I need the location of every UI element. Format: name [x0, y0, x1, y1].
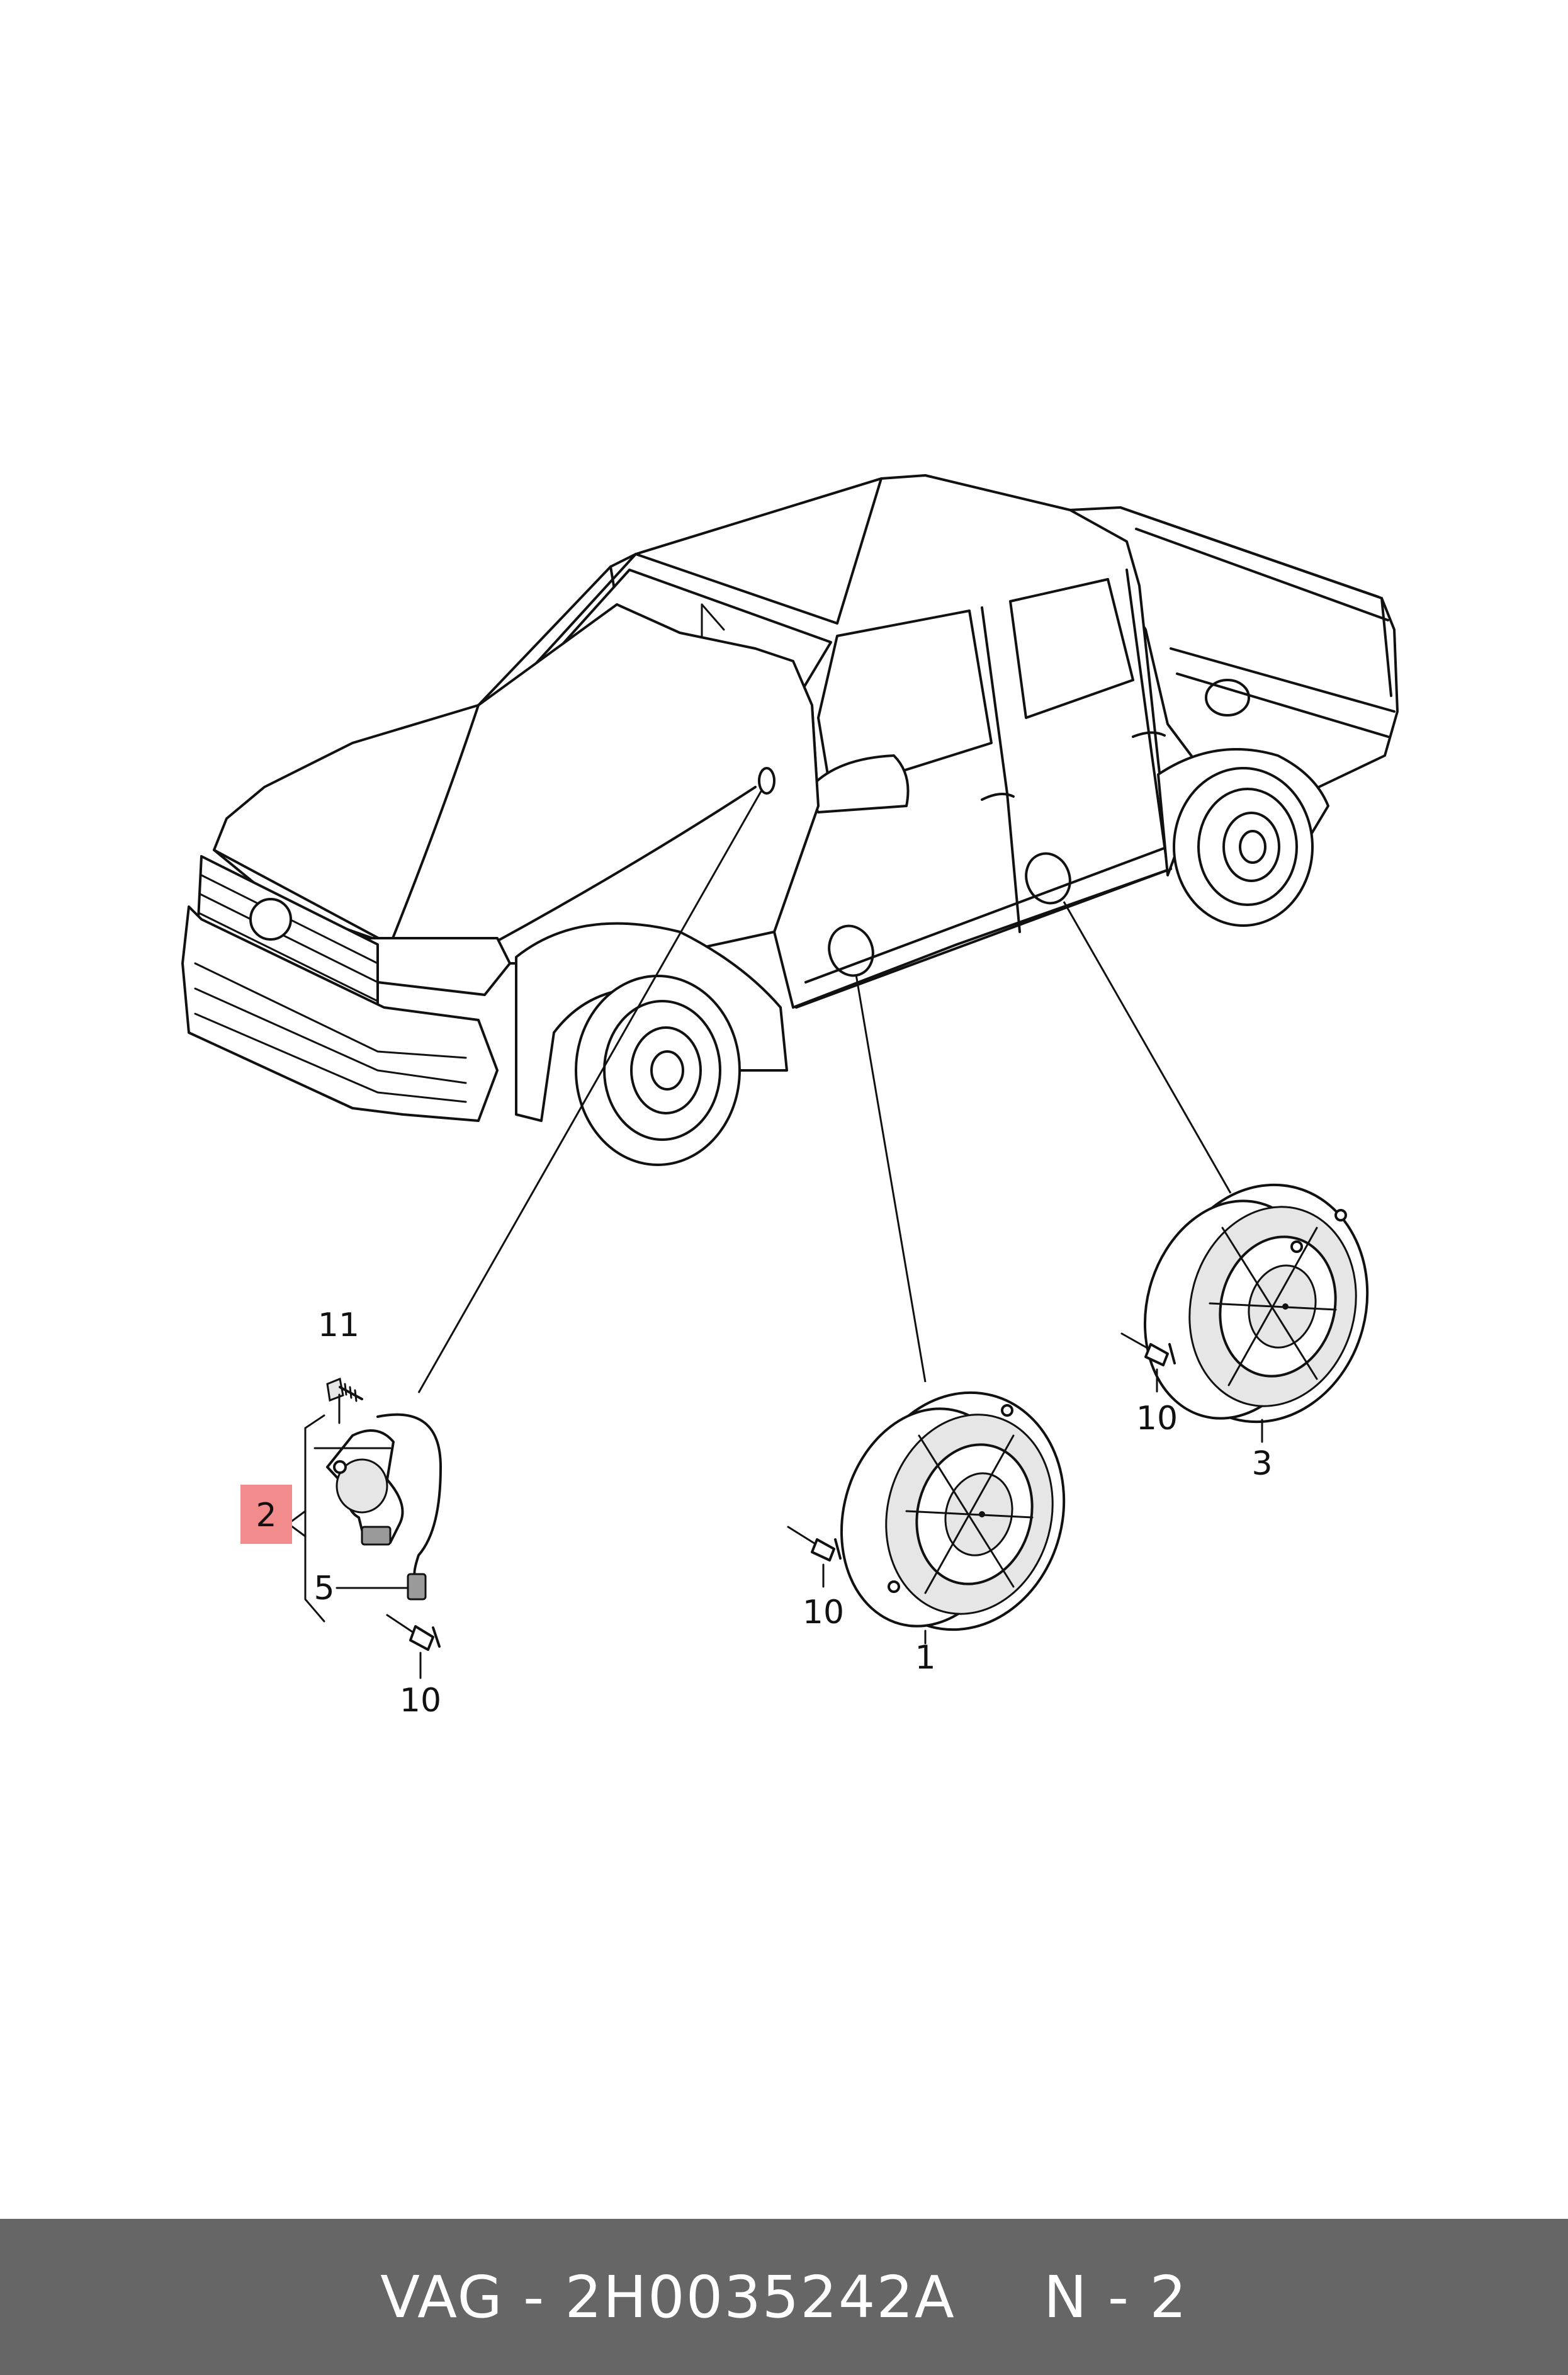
highlight-box [240, 1485, 292, 1544]
callout-10-mid: 10 [803, 1594, 844, 1631]
front-door-speaker [840, 1391, 1066, 1645]
tweeter-assembly[interactable] [326, 1377, 442, 1601]
rivet-10-left-icon [386, 1614, 441, 1679]
leader-lines [417, 790, 1232, 1393]
callout-10-left: 10 [400, 1682, 441, 1720]
pickup-truck-illustration [181, 474, 1399, 1166]
callout-10-right: 10 [1136, 1400, 1178, 1437]
callout-5: 5 [313, 1570, 334, 1607]
rear-door-speaker [1143, 1183, 1369, 1443]
rivet-10-mid-icon [787, 1526, 842, 1588]
page-label: N - 2 [1043, 2263, 1188, 2331]
callout-1: 1 [915, 1639, 935, 1677]
callout-2[interactable]: 2 [256, 1497, 276, 1534]
part-number-label: VAG - 2H0035242A [380, 2263, 956, 2331]
callout-3: 3 [1251, 1445, 1272, 1483]
rivet-10-right-icon [1120, 1332, 1176, 1393]
footer-bar: VAG - 2H0035242A N - 2 [0, 2219, 1568, 2375]
callout-11: 11 [318, 1307, 359, 1344]
